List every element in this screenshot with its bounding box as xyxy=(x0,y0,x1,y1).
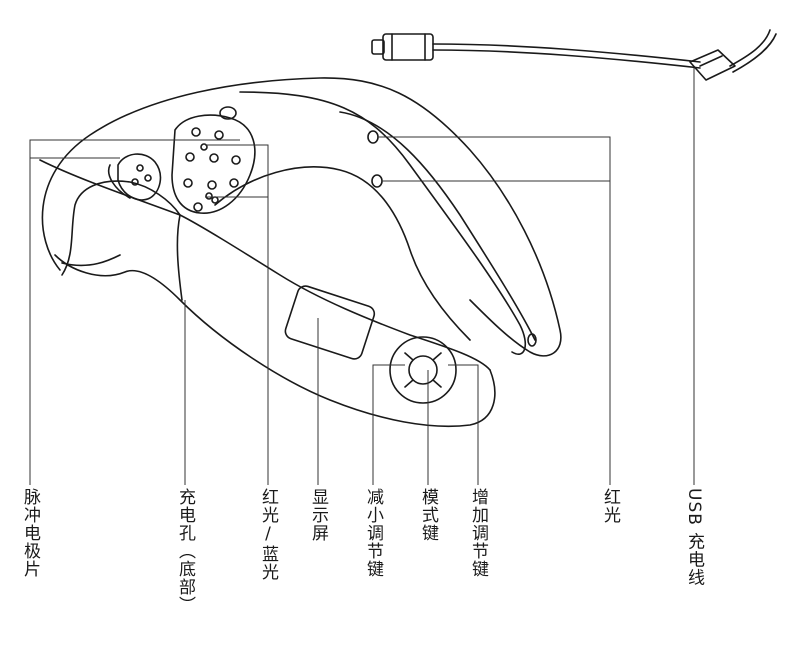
label-mode-button: 模式键 xyxy=(418,488,438,542)
label-usb-charging-cable: USB 充电线 xyxy=(684,488,704,587)
label-decrease-button: 减小调节键 xyxy=(363,488,383,578)
usb-plug xyxy=(382,33,434,61)
red-light-upper xyxy=(367,130,379,144)
display-screen xyxy=(284,285,376,360)
mode-button-shape xyxy=(408,355,438,385)
red-light-lower xyxy=(371,174,383,188)
massager-body xyxy=(39,77,562,428)
label-charging-port: 充电孔（底部） xyxy=(175,488,195,614)
cable-connector xyxy=(689,49,736,81)
label-pulse-electrode: 脉冲电极片 xyxy=(20,488,40,578)
electrode-pad-upper xyxy=(171,114,256,214)
label-increase-button: 增加调节键 xyxy=(468,488,488,578)
label-display: 显示屏 xyxy=(308,488,328,542)
control-pad xyxy=(389,336,457,404)
electrode-pad-lower xyxy=(117,153,162,201)
usb-cable xyxy=(371,29,777,81)
label-red-blue-light: 红光/蓝光 xyxy=(258,488,278,581)
leader-lines xyxy=(29,68,695,485)
label-red-light: 红光 xyxy=(600,488,620,524)
